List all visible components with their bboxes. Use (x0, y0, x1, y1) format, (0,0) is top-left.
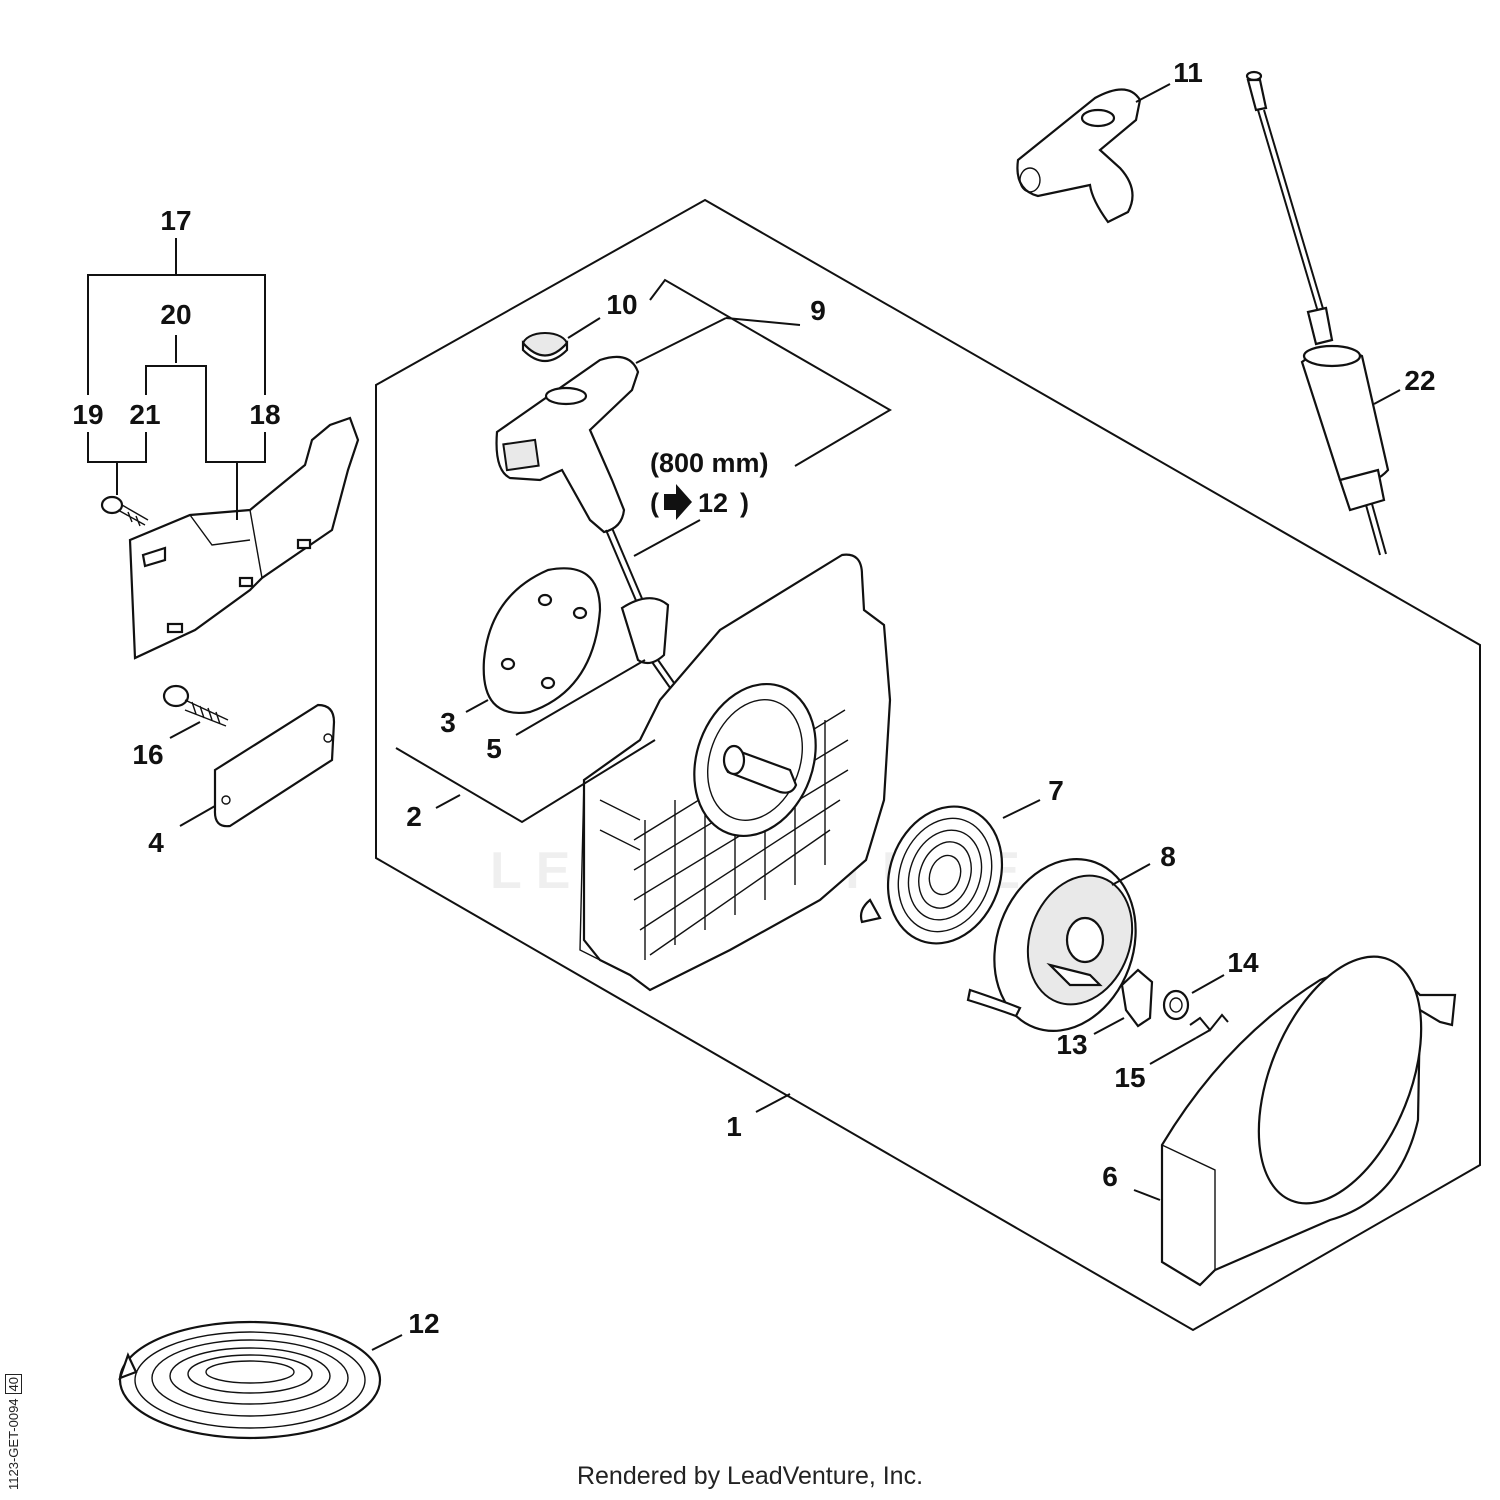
part-8-rope-rotor[interactable] (966, 839, 1159, 1051)
part-9-starter-grip-rope[interactable] (495, 355, 687, 703)
callout-3: 3 (440, 707, 456, 738)
footer-credit: Rendered by LeadVenture, Inc. (576, 1462, 924, 1490)
callout-13: 13 (1056, 1029, 1087, 1060)
callout-4: 4 (148, 827, 164, 858)
callout-1: 1 (726, 1111, 742, 1142)
callout-17: 17 (160, 205, 191, 236)
callout-11: 11 (1173, 57, 1203, 88)
callout-6: 6 (1102, 1161, 1118, 1192)
arrow-right-icon (664, 484, 692, 520)
part-12-rewind-spring-loose[interactable] (118, 1320, 382, 1440)
part-13-pawl[interactable] (1120, 968, 1154, 1028)
callout-10: 10 (606, 289, 637, 320)
part-19-21-screw[interactable] (100, 495, 149, 527)
callout-20: 20 (160, 299, 191, 330)
callout-19: 19 (72, 399, 103, 430)
assembly-boundary (375, 198, 1481, 1332)
rope-length-note: (800 mm) ( 12 ) (650, 448, 769, 520)
rope-ref-open: ( (650, 488, 659, 518)
drawing-code-text: 1123-GET-0094 (6, 1398, 21, 1490)
part-1-fan-housing[interactable] (579, 553, 892, 992)
callout-16: 16 (132, 739, 163, 770)
part-3-washer-disc[interactable] (482, 567, 602, 715)
callout-21: 21 (129, 399, 160, 430)
part-4-cover-plate[interactable] (213, 703, 336, 828)
callout-9: 9 (810, 295, 826, 326)
drawing-sheet: 40 (5, 1373, 22, 1395)
part-10-cap[interactable] (521, 332, 569, 363)
callout-8: 8 (1160, 841, 1176, 872)
callout-22: 22 (1404, 365, 1435, 396)
rope-ref-number: 12 (698, 488, 728, 518)
callout-7: 7 (1048, 775, 1064, 806)
callout-18: 18 (249, 399, 280, 430)
callout-14: 14 (1227, 947, 1259, 978)
rope-ref-close: ) (740, 488, 749, 518)
rope-length-text: (800 mm) (650, 448, 769, 478)
part-17-bracket-assembly[interactable] (128, 416, 360, 660)
leader-lines (87, 83, 1401, 1351)
callout-labels: 17 20 19 21 18 16 4 10 9 3 5 2 11 22 7 8… (72, 57, 1435, 1339)
part-22-starter-rope-guide[interactable] (1245, 70, 1390, 556)
part-11-starter-grip[interactable] (1016, 88, 1142, 224)
part-7-rewind-spring[interactable] (859, 790, 1021, 959)
callout-15: 15 (1114, 1062, 1145, 1093)
part-15-spring-clip[interactable] (1189, 1013, 1229, 1039)
callout-2: 2 (406, 801, 422, 832)
drawing-code: 1123-GET-0094 40 (5, 1373, 22, 1490)
part-16-screw[interactable] (162, 684, 229, 727)
part-6-fan-cover[interactable] (1160, 933, 1457, 1287)
callout-12: 12 (408, 1308, 439, 1339)
part-14-washer[interactable] (1162, 989, 1190, 1021)
callout-5: 5 (486, 733, 502, 764)
